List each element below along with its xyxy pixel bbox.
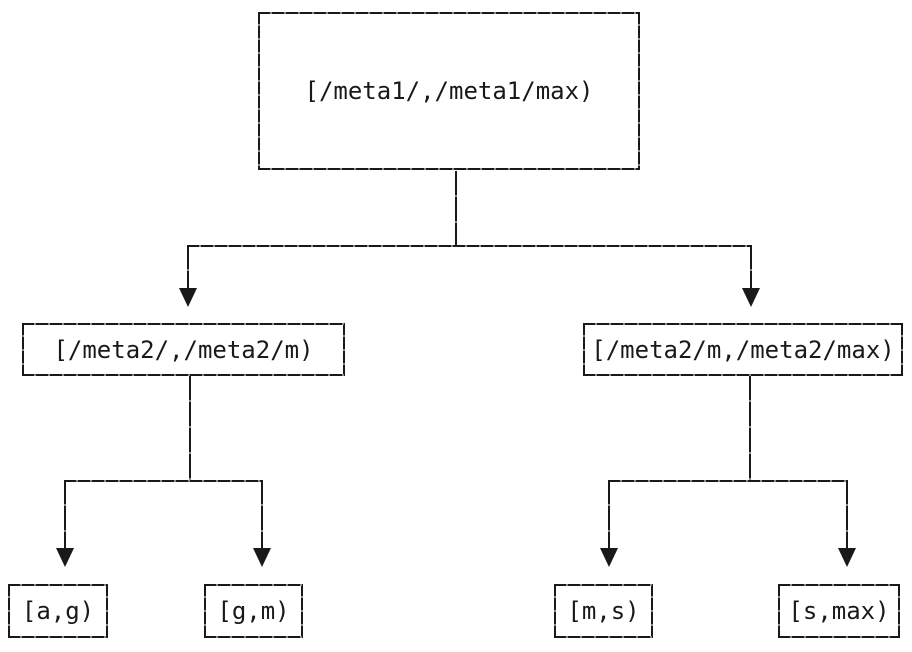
tree-leaf-m-s: [m,s)	[554, 584, 653, 638]
connector-root-stem	[455, 171, 457, 247]
arrowhead-to-leaf-gm-icon	[253, 548, 271, 567]
tree-node-root: [/meta1/,/meta1/max)	[258, 12, 640, 170]
tree-node-meta2-high-label: [/meta2/m,/meta2/max)	[591, 335, 895, 364]
tree-node-meta2-low-label: [/meta2/,/meta2/m)	[53, 335, 314, 364]
connector-left-to-leaf-ag	[64, 480, 66, 549]
connector-right-to-leaf-smax	[846, 480, 848, 549]
tree-leaf-a-g-label: [a,g)	[21, 597, 95, 625]
connector-right-to-leaf-ms	[608, 480, 610, 549]
tree-leaf-m-s-label: [m,s)	[567, 597, 640, 625]
connector-left-to-leaf-gm	[261, 480, 263, 549]
connector-left-stem	[189, 376, 191, 482]
tree-node-meta2-high: [/meta2/m,/meta2/max)	[583, 323, 903, 376]
connector-right-crossbar	[608, 480, 848, 482]
tree-leaf-s-max-label: [s,max)	[788, 597, 890, 625]
arrowhead-to-left-icon	[179, 288, 197, 307]
connector-root-to-right	[750, 245, 752, 289]
arrowhead-to-leaf-ms-icon	[600, 548, 618, 567]
connector-root-crossbar	[187, 245, 752, 247]
arrowhead-to-leaf-smax-icon	[838, 548, 856, 567]
connector-root-to-left	[187, 245, 189, 289]
arrowhead-to-right-icon	[742, 288, 760, 307]
connector-right-stem	[749, 376, 751, 482]
tree-leaf-s-max: [s,max)	[778, 584, 900, 638]
tree-node-meta2-low: [/meta2/,/meta2/m)	[22, 323, 345, 376]
tree-leaf-a-g: [a,g)	[8, 584, 108, 638]
arrowhead-to-leaf-ag-icon	[56, 548, 74, 567]
tree-leaf-g-m-label: [g,m)	[217, 597, 290, 625]
tree-leaf-g-m: [g,m)	[204, 584, 303, 638]
tree-node-root-label: [/meta1/,/meta1/max)	[304, 77, 594, 105]
connector-left-crossbar	[64, 480, 263, 482]
